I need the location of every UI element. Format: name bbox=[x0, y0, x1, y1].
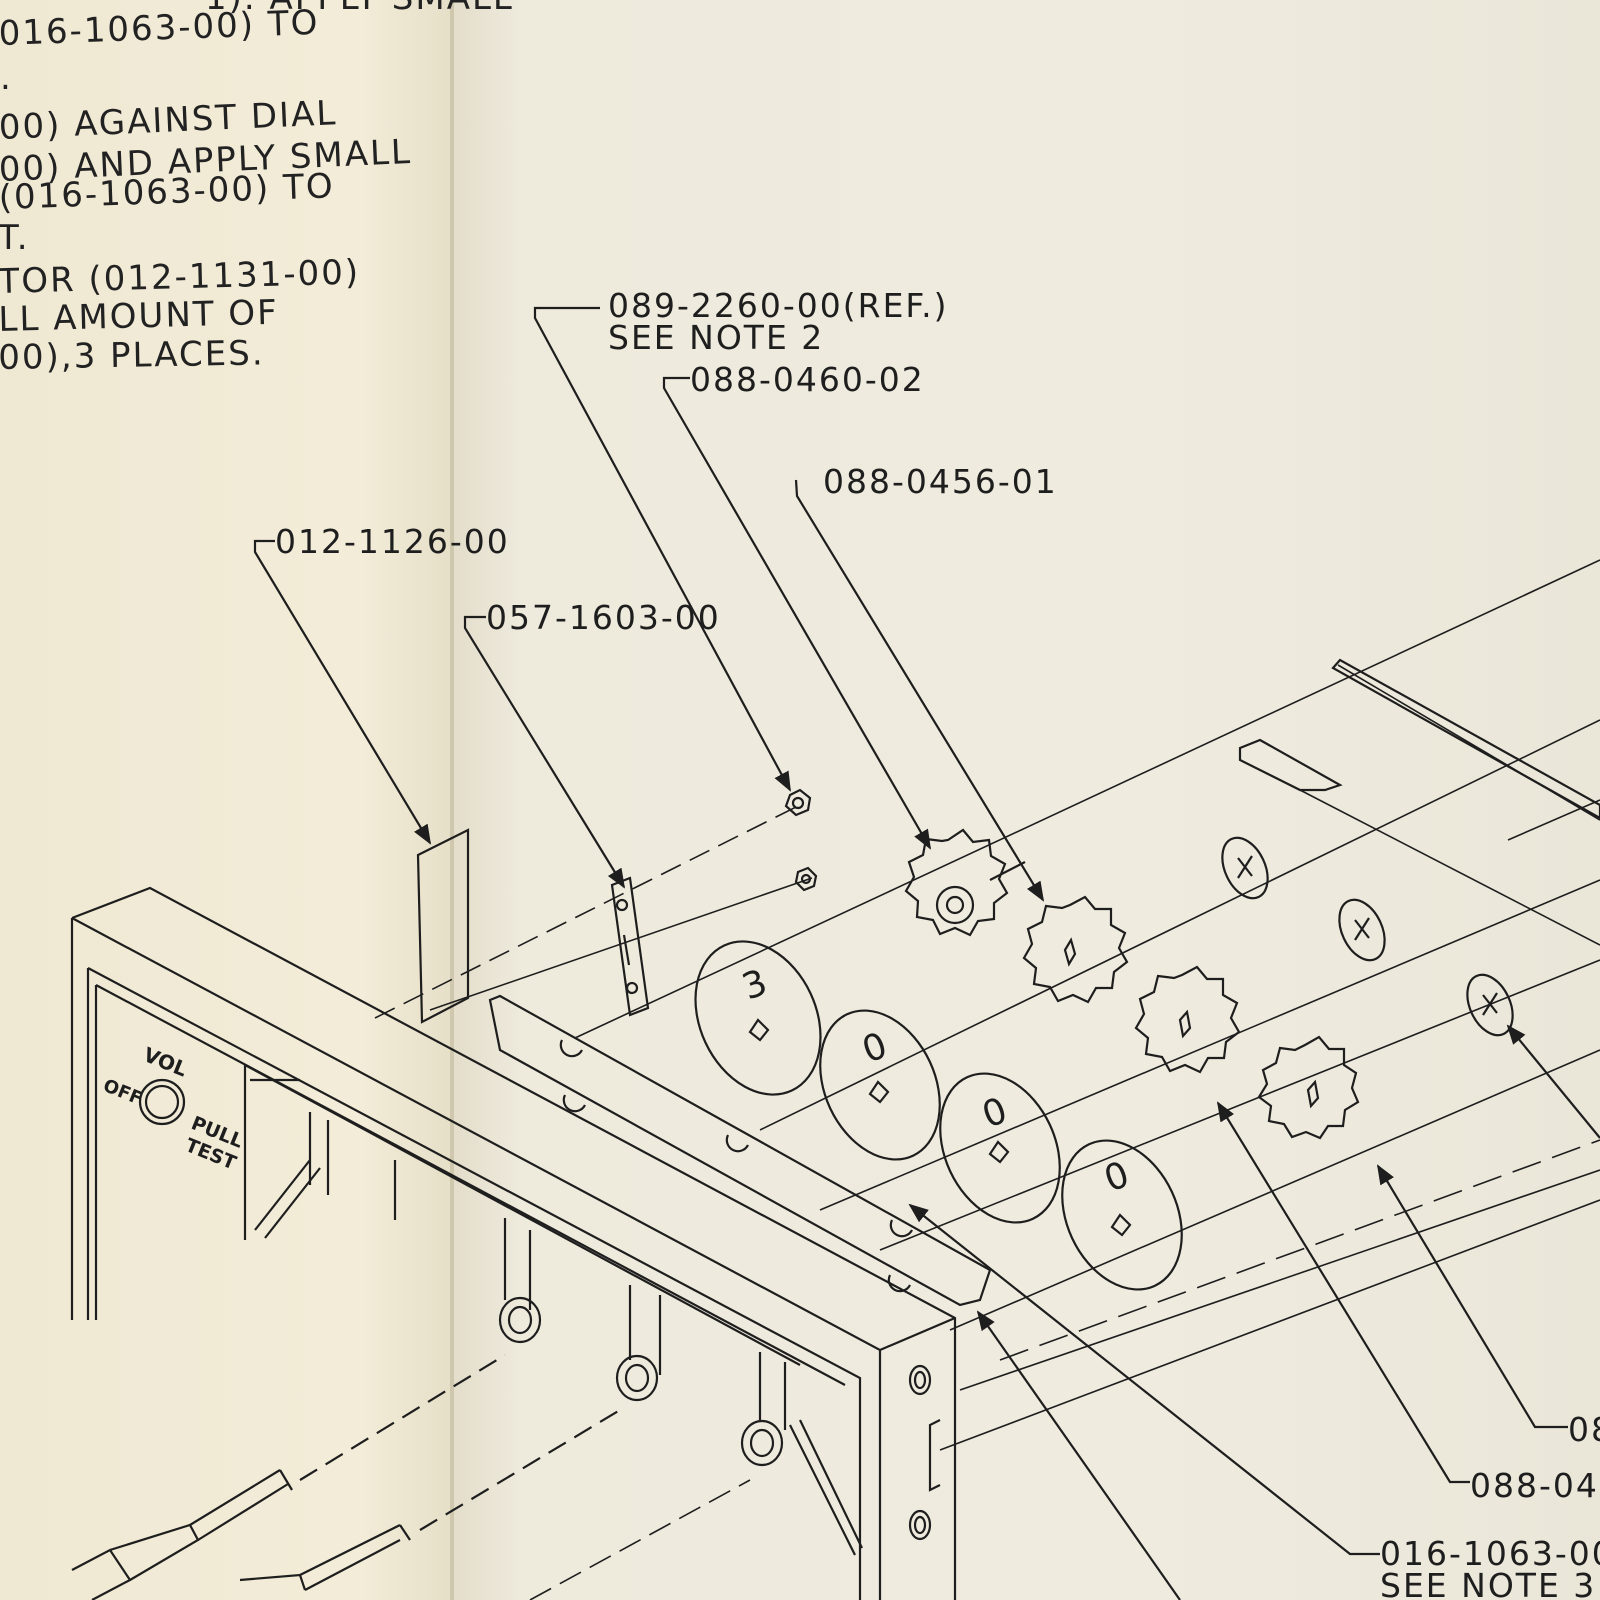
off-label: OFF bbox=[100, 1075, 145, 1109]
callout-057-1603-00: 057-1603-00 bbox=[486, 598, 721, 637]
assembly-axis-lines bbox=[374, 559, 1600, 1600]
front-panel bbox=[70, 886, 957, 1600]
star-wheels bbox=[904, 828, 1360, 1140]
callout-note: SEE NOTE 2 bbox=[608, 318, 825, 357]
shield-plate bbox=[416, 828, 470, 1024]
dial-number: 3 bbox=[737, 962, 773, 1008]
right-page bbox=[452, 0, 1600, 1600]
bracket-plate bbox=[610, 876, 650, 1017]
hex-nuts bbox=[784, 788, 818, 892]
callout-016-1063-00: 016-1063-00 SEE NOTE 3 bbox=[1380, 1534, 1600, 1600]
callout-089-2260-00: 089-2260-00(REF.) SEE NOTE 2 bbox=[608, 286, 949, 357]
left-page bbox=[0, 0, 452, 1600]
callout-088-0456-01: 088-0456-01 bbox=[823, 462, 1058, 501]
page-fold bbox=[450, 0, 454, 1600]
dial-number: 0 bbox=[1099, 1154, 1135, 1200]
callout-08: 08 bbox=[1568, 1410, 1600, 1449]
note-line: . bbox=[0, 58, 13, 98]
screws bbox=[1221, 836, 1514, 1037]
callout-note: SEE NOTE 3 bbox=[1380, 1566, 1597, 1600]
dial-number: 0 bbox=[857, 1025, 893, 1071]
note-line: T. bbox=[0, 218, 30, 258]
knob-shafts bbox=[71, 1354, 621, 1600]
leader-lines bbox=[253, 306, 1600, 1600]
dial-number: 0 bbox=[977, 1090, 1013, 1136]
callout-part-number: 016-1063-00 bbox=[1380, 1534, 1600, 1573]
dial-mount-strip bbox=[488, 994, 992, 1307]
callout-088-04: 088-04 bbox=[1470, 1466, 1599, 1505]
callout-088-0460-02: 088-0460-02 bbox=[690, 360, 925, 399]
panel-labels: VOL OFF PULL TEST bbox=[100, 1042, 246, 1174]
callout-part-number: 089-2260-00(REF.) bbox=[608, 286, 949, 325]
note-line: 1). APPLY SMALL bbox=[205, 0, 514, 18]
callout-012-1126-00: 012-1126-00 bbox=[275, 522, 510, 561]
vol-label: VOL bbox=[140, 1042, 191, 1081]
number-dials bbox=[694, 940, 1183, 1291]
retainer-strips bbox=[1238, 658, 1600, 820]
